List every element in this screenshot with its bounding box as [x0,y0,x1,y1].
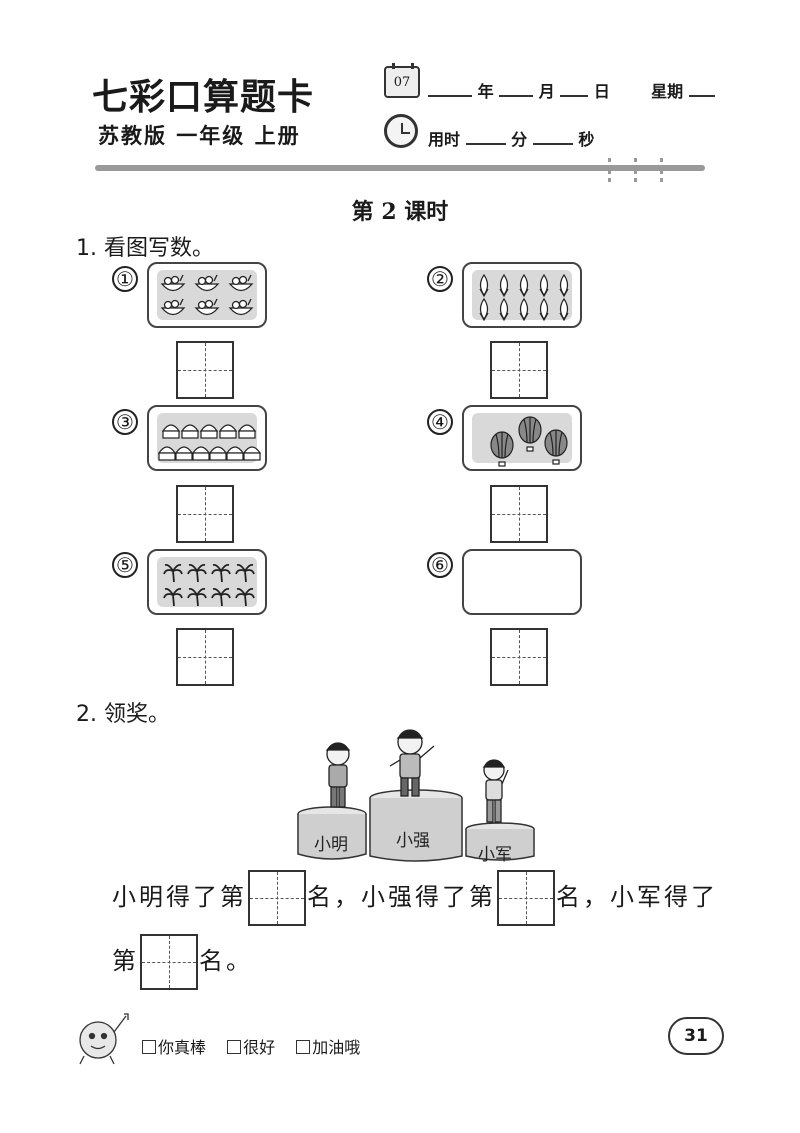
seconds-blank[interactable] [532,131,573,145]
podium-label-right: 小军 [478,845,512,865]
checkbox[interactable] [296,1040,311,1054]
option-label: 加油哦 [312,1038,361,1057]
day-blank[interactable] [560,83,589,97]
question-1-title: 1. 看图写数。 [76,236,214,261]
rule-decoration [634,158,638,182]
sentence-text: 名。 [199,947,253,975]
year-label: 年 [477,82,494,101]
month-label: 月 [538,82,555,101]
checkbox[interactable] [227,1040,242,1054]
cakes-picture [147,405,267,471]
option-label: 你真棒 [158,1038,207,1057]
edition-label: 苏教版 一年级 上册 [98,124,301,148]
item-number: ⑥ [427,552,453,578]
answer-box-4[interactable] [490,485,548,543]
item-number: ① [112,266,138,292]
minutes-label: 分 [511,130,528,149]
option-keep-going[interactable]: 加油哦 [296,1038,360,1057]
time-fill-line: 用时 分 秒 [428,126,594,150]
weekday-blank[interactable] [688,83,715,97]
option-great[interactable]: 你真棒 [142,1038,206,1057]
podium-label-center: 小强 [396,831,430,851]
day-label: 日 [593,82,610,101]
answer-box-1[interactable] [176,341,234,399]
clock-icon [384,114,418,148]
answer-box-xiaoming[interactable] [248,870,306,926]
answer-box-xiaojun[interactable] [140,934,198,990]
item-number: ⑤ [112,552,138,578]
option-good[interactable]: 很好 [227,1038,275,1057]
option-label: 很好 [243,1038,276,1057]
empty-picture-box [462,549,582,615]
answer-box-6[interactable] [490,628,548,686]
seconds-label: 秒 [578,130,595,149]
sentence-text: 名，小强得了第 [307,883,496,911]
item-number: ④ [427,409,453,435]
calendar-icon: 07 [384,63,420,98]
mascot-icon [72,1010,134,1068]
question-2-title: 2. 领奖。 [76,702,170,727]
podium-illustration: 小明 小强 小军 [296,726,536,865]
item-number: ③ [112,409,138,435]
rule-decoration [608,158,612,182]
year-blank[interactable] [428,83,472,97]
page-number: 31 [668,1017,724,1055]
calendar-number: 07 [393,75,411,90]
month-blank[interactable] [499,83,534,97]
answer-box-xiaoqiang[interactable] [497,870,555,926]
palm-trees-picture [147,549,267,615]
hot-air-balloons-picture [462,405,582,471]
checkbox[interactable] [142,1040,156,1054]
answer-box-3[interactable] [176,485,234,543]
item-number: ② [427,266,453,292]
sentence-text: 第 [112,947,139,975]
answer-box-2[interactable] [490,341,548,399]
answer-box-5[interactable] [176,628,234,686]
minutes-blank[interactable] [465,131,506,145]
lesson-title: 第 2 课时 [351,199,449,225]
date-fill-line: 年 月 日 星期 [428,78,715,102]
award-sentence-line-1: 小明得了第 名，小强得了第 名，小军得了 [112,870,718,926]
podium-label-left: 小明 [314,835,348,855]
corn-cobs-picture [462,262,582,328]
sentence-text: 小明得了第 [112,883,247,911]
time-label: 用时 [428,130,461,149]
self-evaluation-options: 你真棒 很好 加油哦 [142,1034,376,1058]
brand-title: 七彩口算题卡 [92,76,315,118]
award-sentence-line-2: 第 名。 [112,934,253,990]
fruit-baskets-picture [147,262,267,328]
sentence-text: 名，小军得了 [556,883,718,911]
rule-decoration [660,158,664,182]
header-rule [95,165,705,171]
weekday-label: 星期 [651,82,684,101]
